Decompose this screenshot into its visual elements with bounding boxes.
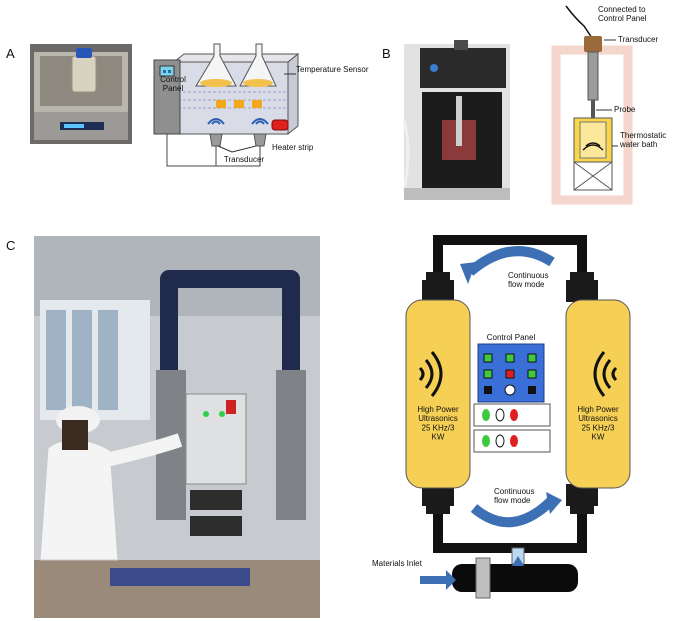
diagram-a-heater-strip-label: Heater strip [272,143,314,152]
loop-top-pipe [433,235,587,300]
inlet-pipe [452,564,578,592]
dial-icon [504,384,516,396]
sound-wave-icon [593,351,618,397]
sound-wave-icon [418,351,443,397]
flow-arrow-top [466,246,555,276]
photo-b-probe-sonicator [402,40,510,200]
diagram-b-transducer-label: Transducer [618,35,659,44]
panel-label-a: A [6,46,15,61]
flow-arrow-bottom [470,496,556,528]
panel-label-c: C [6,238,16,253]
sample-icon [216,100,226,108]
wave-icon [207,118,225,125]
transducer-icon [584,36,602,52]
ultrasonic-unit-right [565,299,631,489]
loop-bottom-pipe [433,490,587,553]
diagram-a-temperature-sensor-label: Temperature Sensor [296,65,369,74]
panel-label-b: B [382,46,391,61]
wave-icon [251,118,269,125]
photo-c-industrial-reactor [34,236,320,618]
photo-a-ultrasonic-bath [30,44,132,144]
diagram-c-inlet-label: Materials Inlet [372,559,423,568]
transducer-icon [209,133,223,147]
sample-icon [234,100,244,108]
heater-strip-icon [271,119,289,131]
flask-right-icon [239,43,277,87]
flask-left-icon [195,43,237,87]
ultrasonic-unit-left [405,299,471,489]
inlet-arrow-icon [420,570,456,590]
cable [565,5,593,39]
sample-icon [252,100,262,108]
tank-front [173,61,289,135]
diagram-a-transducer-label: Transducer [224,155,265,164]
diagram-c-control-panel-label: Control Panel [487,333,536,342]
transducer-icon [253,133,267,147]
diagram-b-probe-label: Probe [614,105,636,114]
